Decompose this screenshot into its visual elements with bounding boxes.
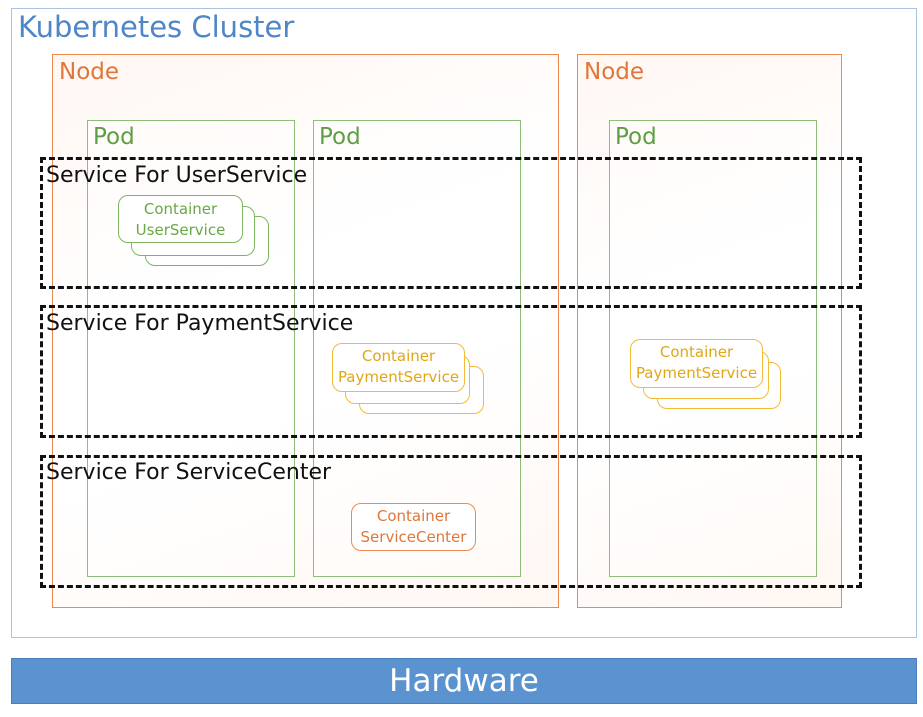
service-userservice-box bbox=[40, 157, 862, 289]
container-payment-a-line2: PaymentService bbox=[337, 368, 460, 386]
container-paymentservice-b: Container PaymentService bbox=[630, 339, 763, 388]
container-payment-b-line1: Container bbox=[659, 343, 734, 361]
container-userservice-line1: Container bbox=[143, 200, 218, 218]
container-paymentservice-a: Container PaymentService bbox=[332, 343, 465, 392]
container-userservice: Container UserService bbox=[118, 195, 243, 243]
container-payment-a-line1: Container bbox=[361, 347, 436, 365]
node-label-1: Node bbox=[59, 59, 120, 85]
container-servicecenter: Container ServiceCenter bbox=[351, 503, 476, 551]
pod-label-1: Pod bbox=[93, 124, 135, 150]
pod-label-2: Pod bbox=[319, 124, 361, 150]
service-paymentservice-box bbox=[40, 305, 862, 438]
node-box-2 bbox=[577, 54, 842, 608]
service-userservice-label: Service For UserService bbox=[46, 163, 308, 188]
service-servicecenter-box bbox=[40, 455, 862, 588]
node-label-2: Node bbox=[584, 59, 645, 85]
container-userservice-line2: UserService bbox=[135, 221, 226, 239]
container-center-line2: ServiceCenter bbox=[360, 528, 467, 546]
pod-label-3: Pod bbox=[615, 124, 657, 150]
cluster-label: Kubernetes Cluster bbox=[18, 10, 295, 44]
service-paymentservice-label: Service For PaymentService bbox=[46, 311, 354, 336]
container-center-line1: Container bbox=[376, 507, 451, 525]
hardware-bar bbox=[11, 658, 917, 704]
container-payment-b-line2: PaymentService bbox=[635, 364, 758, 382]
hardware-label: Hardware bbox=[389, 663, 539, 699]
service-servicecenter-label: Service For ServiceCenter bbox=[46, 460, 332, 485]
